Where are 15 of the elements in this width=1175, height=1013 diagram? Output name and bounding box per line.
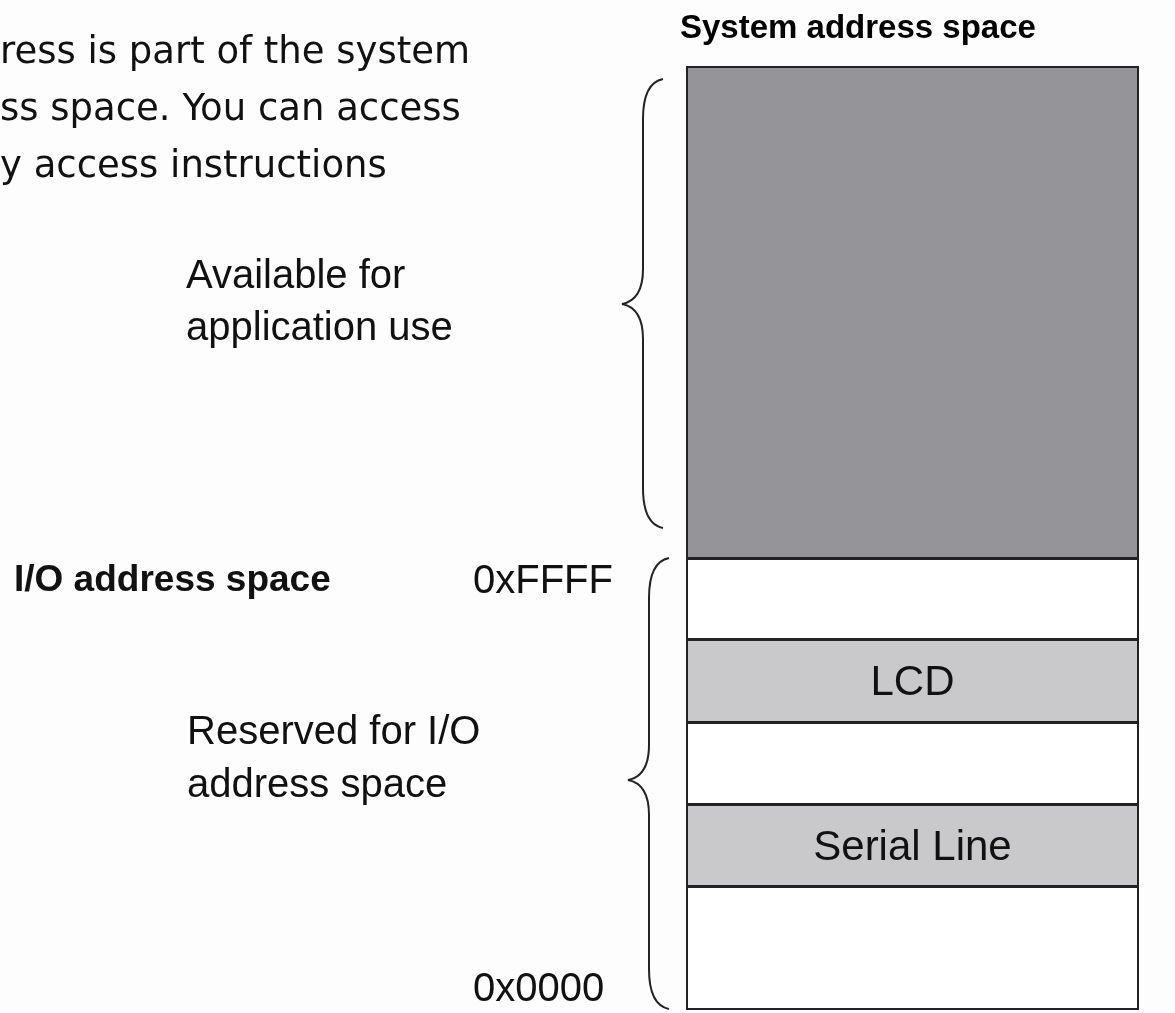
memory-region: [686, 886, 1139, 1010]
region-label: LCD: [870, 657, 955, 705]
region-description: Available for application use: [186, 251, 454, 350]
region-description: Reserved for I/O address space: [187, 707, 482, 807]
memory-region: [686, 558, 1139, 640]
memory-region: [686, 804, 1139, 887]
region-label: Serial Line: [813, 821, 1012, 870]
memory-region: [686, 639, 1139, 723]
address-label: 0xFFFF: [473, 557, 614, 601]
address-label: 0x0000: [473, 965, 606, 1009]
intro-paragraph: ress is part of the system ss space. You can access y access instructions: [0, 28, 472, 188]
column-heading: System address space: [680, 8, 1036, 46]
memory-region: [686, 722, 1139, 805]
memory-region: [686, 66, 1139, 559]
space-label: I/O address space: [14, 557, 332, 601]
